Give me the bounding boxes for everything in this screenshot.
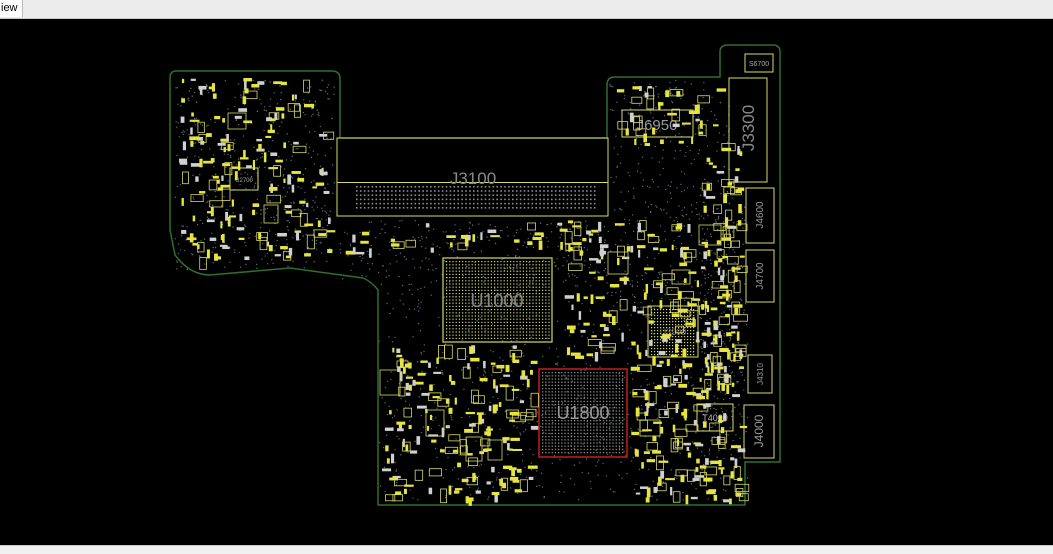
component-label: T4000 xyxy=(702,413,728,423)
chip-u2700[interactable]: U2700 xyxy=(229,167,259,191)
status-bar xyxy=(0,545,1053,554)
tab-view[interactable]: iew xyxy=(0,0,23,17)
chip-u1800[interactable]: U1800 xyxy=(538,368,628,458)
bga-balls xyxy=(446,261,550,339)
component-label: J3300 xyxy=(739,105,758,151)
switch-s6700[interactable]: S6700 xyxy=(744,53,774,73)
transformer-t4000[interactable]: T4000 xyxy=(696,403,734,432)
component-label: U3900 xyxy=(660,327,687,337)
chip-u1000[interactable]: U1000 xyxy=(442,257,553,343)
component-label: U1800 xyxy=(556,403,609,423)
bga-balls xyxy=(542,372,624,454)
board-viewer-canvas[interactable]: J3100 J6950 J3300 S6700 J4600 J4700 J431… xyxy=(0,19,1053,545)
connector-j3300[interactable]: J3300 xyxy=(728,77,768,183)
chip-u3900[interactable]: U3900 xyxy=(647,305,699,358)
tab-bar: iew xyxy=(0,0,1053,19)
component-label: J4000 xyxy=(752,414,766,447)
component-label: J4310 xyxy=(756,363,765,385)
board-outline xyxy=(169,44,781,506)
connector-j3100[interactable]: J3100 xyxy=(336,137,609,217)
component-label: U2700 xyxy=(235,178,253,184)
connector-j6950[interactable]: J6950 xyxy=(621,109,694,138)
bga-balls xyxy=(651,309,695,356)
connector-j4310[interactable]: J4310 xyxy=(747,354,773,394)
connector-j4600[interactable]: J4600 xyxy=(745,187,775,244)
component-label: J4700 xyxy=(755,262,766,290)
connector-pins xyxy=(337,182,608,209)
component-label: J6950 xyxy=(637,117,678,134)
component-label: S6700 xyxy=(749,61,769,68)
component-label: J3100 xyxy=(450,169,496,188)
component-label: J4600 xyxy=(755,201,766,229)
component-label: U1000 xyxy=(470,291,523,311)
connector-j4700[interactable]: J4700 xyxy=(745,249,775,303)
connector-j4000[interactable]: J4000 xyxy=(743,404,775,459)
passive-components xyxy=(178,78,750,506)
pcb-layout[interactable]: J3100 J6950 J3300 S6700 J4600 J4700 J431… xyxy=(0,19,1053,545)
